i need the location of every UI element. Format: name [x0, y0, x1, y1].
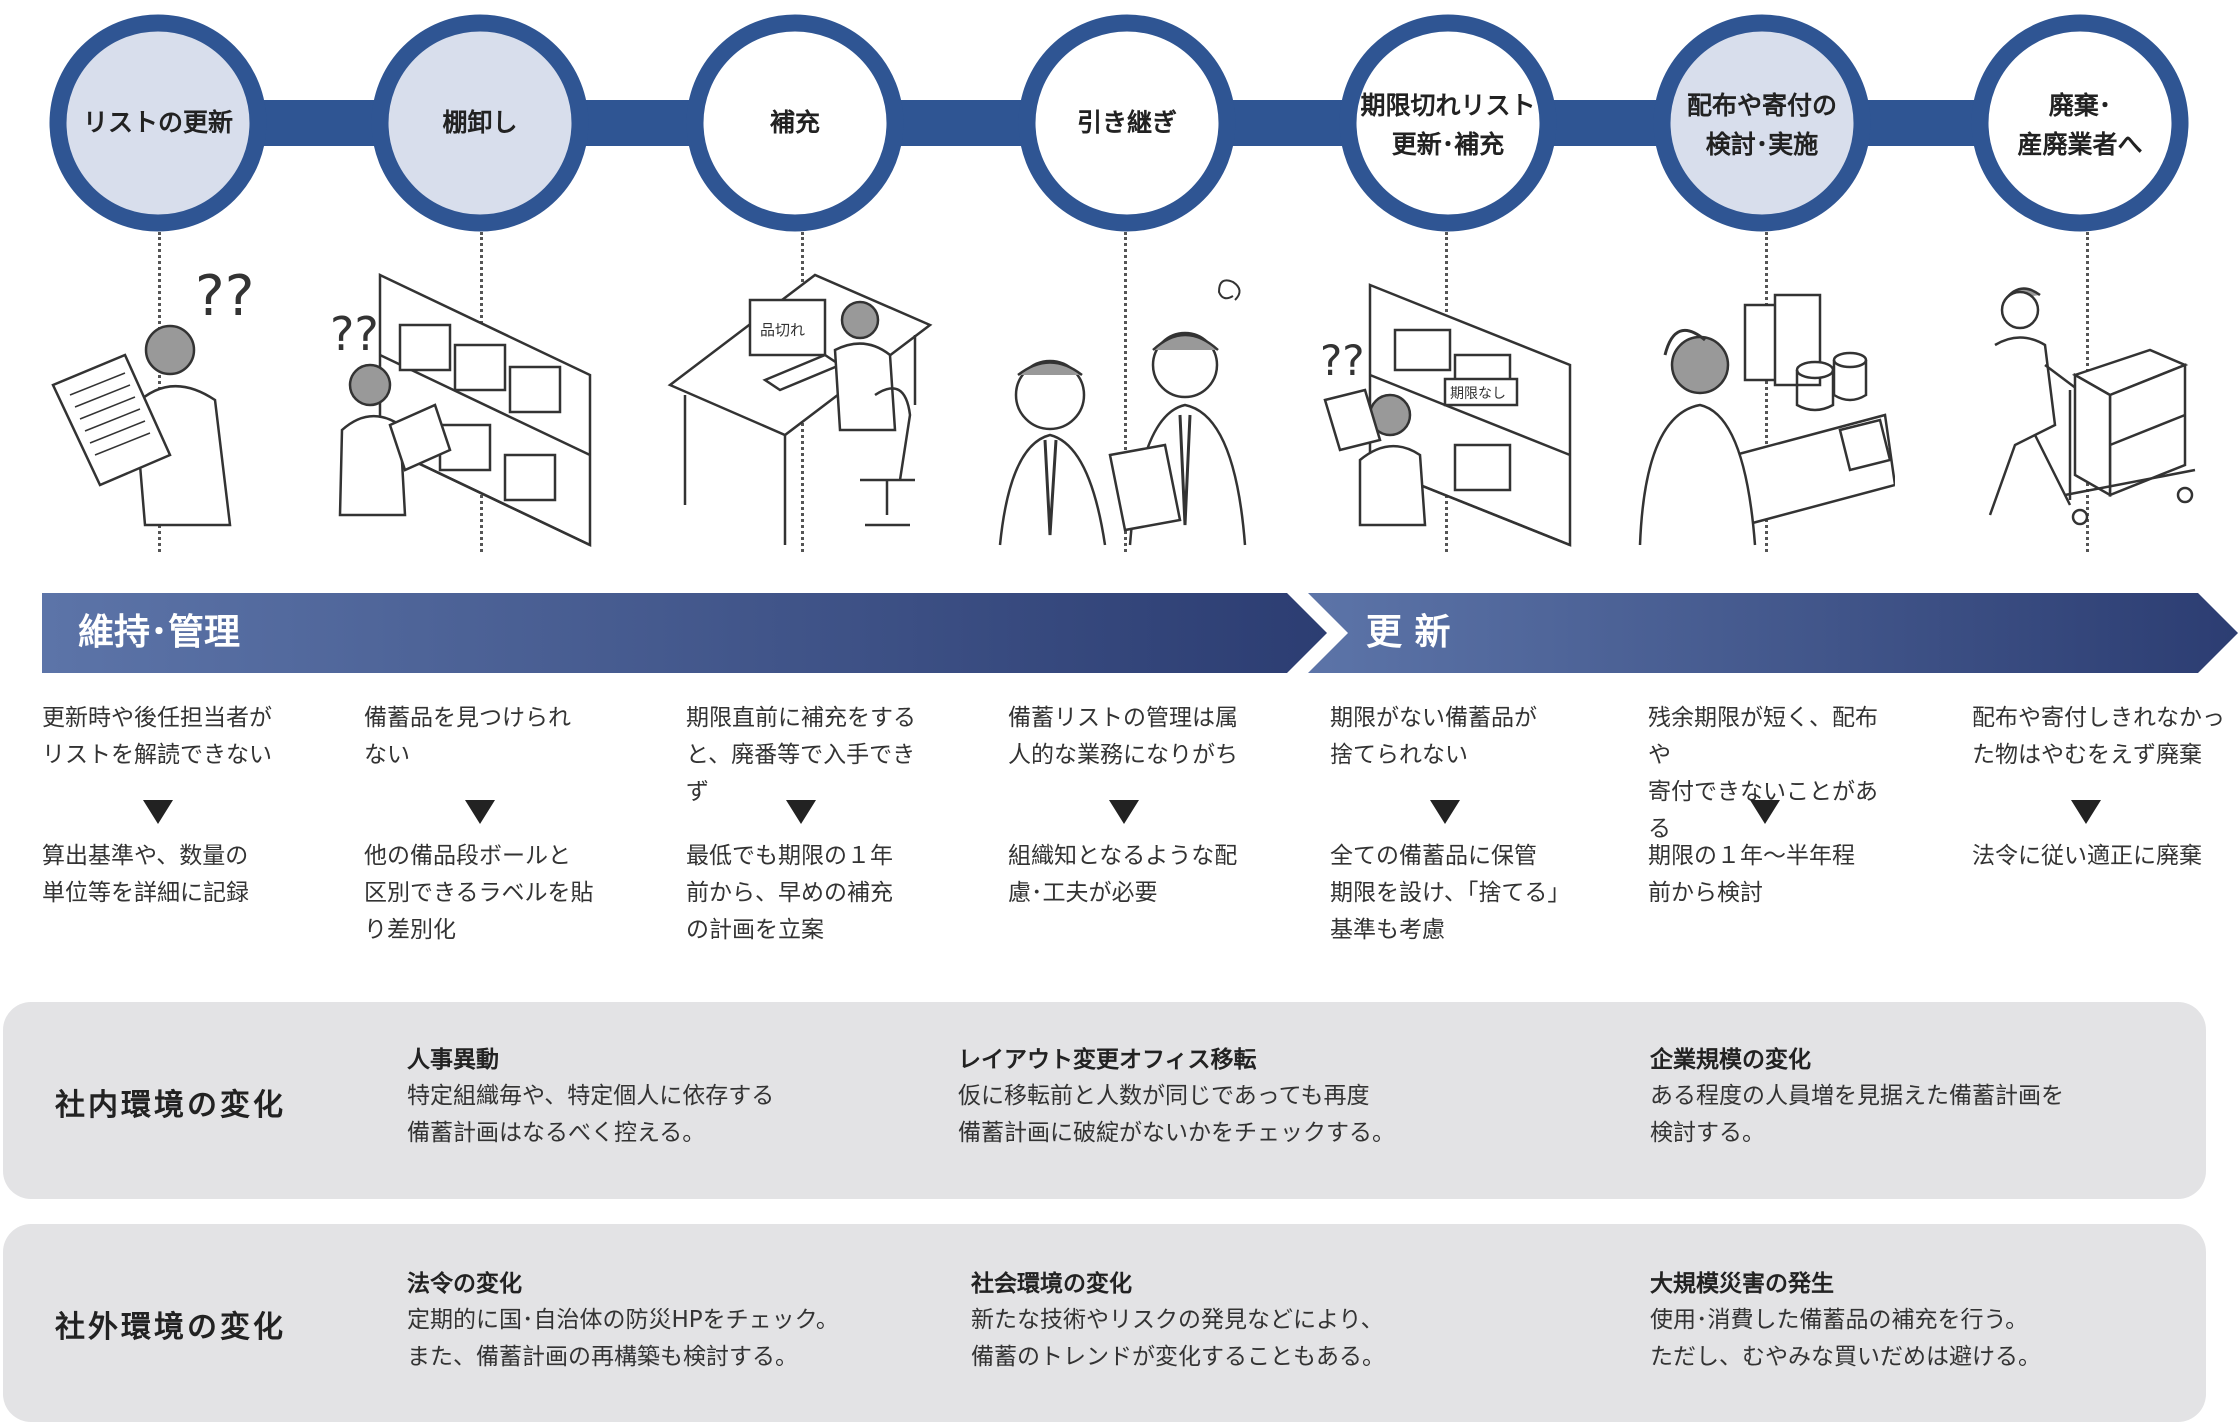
external-panel-title: 社外環境の変化 — [55, 1310, 286, 1345]
illustration-computer-desk: 品切れ — [667, 273, 933, 545]
phase-label-maintenance: 維持･管理 — [78, 612, 241, 653]
step-circle-3 — [686, 14, 904, 232]
step-label-4: 引き継ぎ — [1076, 108, 1177, 137]
dotted-line-4 — [1124, 232, 1127, 552]
phase-label-renewal: 更 新 — [1366, 612, 1451, 653]
step-circle-2 — [371, 14, 589, 232]
step-circle-1 — [49, 14, 267, 232]
phase-banner-maintenance — [42, 593, 1327, 673]
step-circle-4 — [1018, 14, 1236, 232]
external-environment-panel: 社外環境の変化 法令の変化 定期的に国･自治体の防災HPをチェック。 また、備蓄… — [3, 1224, 2206, 1422]
solution-5: 全ての備蓄品に保管 期限を設け、｢捨てる｣ 基準も考慮 — [1330, 843, 1559, 943]
illustration-shelf-search: ?? — [330, 273, 592, 547]
internal-item-body: 仮に移転前と人数が同じであっても再度 備蓄計画に破綻がないかをチェックする。 — [958, 1083, 1395, 1146]
illustration-reading-list: ?? — [51, 264, 254, 527]
internal-item-title: 企業規模の変化 — [1650, 1047, 1811, 1073]
step-label-1: リストの更新 — [82, 108, 233, 137]
step-label-7: 廃棄･ 産廃業者へ — [2017, 91, 2143, 159]
solution-4: 組織知となるような配 慮･工夫が必要 — [1008, 843, 1238, 906]
arrow-down-5 — [1430, 800, 1460, 824]
step-label-2: 棚卸し — [442, 108, 518, 137]
question-marks-1: ?? — [195, 264, 254, 329]
issue-1: 更新時や後任担当者が リストを解読できない — [42, 705, 272, 768]
solution-6: 期限の１年～半年程 前から検討 — [1648, 843, 1855, 906]
issue-5: 期限がない備蓄品が 捨てられない — [1330, 705, 1537, 768]
arrow-down-7 — [2071, 800, 2101, 824]
external-item-body: 使用･消費した備蓄品の補充を行う。 ただし、むやみな買いだめは避ける。 — [1650, 1307, 2041, 1370]
internal-item-layout: レイアウト変更オフィス移転 仮に移転前と人数が同じであっても再度 備蓄計画に破綻… — [958, 1042, 1395, 1152]
internal-item-body: 特定組織毎や、特定個人に依存する 備蓄計画はなるべく控える。 — [407, 1083, 775, 1146]
external-item-body: 定期的に国･自治体の防災HPをチェック。 また、備蓄計画の再構築も検討する。 — [407, 1307, 839, 1370]
illustration-expired-shelf: ?? 期限なし — [1320, 283, 1572, 547]
issue-2: 備蓄品を見つけられ ない — [364, 705, 571, 768]
internal-item-title: 人事異動 — [407, 1047, 499, 1073]
arrow-down-4 — [1109, 800, 1139, 824]
tag-text: 期限なし — [1450, 386, 1506, 402]
external-item-body: 新たな技術やリスクの発見などにより、 備蓄のトレンドが変化することもある。 — [971, 1307, 1385, 1370]
phase-banner-renewal — [1308, 593, 2238, 673]
step-circle-6 — [1653, 14, 1871, 232]
internal-environment-panel: 社内環境の変化 人事異動 特定組織毎や、特定個人に依存する 備蓄計画はなるべく控… — [3, 1002, 2206, 1199]
arrow-down-1 — [143, 800, 173, 824]
external-item-disaster: 大規模災害の発生 使用･消費した備蓄品の補充を行う。 ただし、むやみな買いだめは… — [1650, 1266, 2041, 1376]
question-marks-2: ?? — [330, 307, 379, 361]
arrow-down-3 — [786, 800, 816, 824]
question-marks-3: ?? — [1320, 336, 1365, 385]
internal-panel-title: 社内環境の変化 — [55, 1088, 286, 1123]
external-item-law: 法令の変化 定期的に国･自治体の防災HPをチェック。 また、備蓄計画の再構築も検… — [407, 1266, 839, 1376]
internal-item-body: ある程度の人員増を見据えた備蓄計画を 検討する。 — [1650, 1083, 2064, 1146]
external-item-title: 大規模災害の発生 — [1650, 1271, 1834, 1297]
illustration-handover — [998, 279, 1247, 546]
step-label-5: 期限切れリスト 更新･補充 — [1360, 91, 1536, 159]
solution-1: 算出基準や、数量の 単位等を詳細に記録 — [42, 843, 249, 906]
external-item-society: 社会環境の変化 新たな技術やリスクの発見などにより、 備蓄のトレンドが変化するこ… — [971, 1266, 1385, 1376]
internal-item-personnel: 人事異動 特定組織毎や、特定個人に依存する 備蓄計画はなるべく控える。 — [407, 1042, 774, 1152]
illustration-distribution — [1638, 293, 1895, 546]
step-circle-7 — [1971, 14, 2189, 232]
issue-4: 備蓄リストの管理は属 人的な業務になりがち — [1008, 705, 1238, 768]
process-chain — [49, 14, 2189, 232]
arrow-down-6 — [1750, 800, 1780, 824]
issue-3: 期限直前に補充をする と、廃番等で入手できず — [686, 705, 916, 805]
issue-6: 残余期限が短く、配布や 寄付できないことがある — [1648, 705, 1878, 842]
dotted-line-6 — [1765, 232, 1768, 552]
step-label-3: 補充 — [769, 108, 820, 137]
issue-7: 配布や寄付しきれなかっ た物はやむをえず廃棄 — [1972, 705, 2225, 768]
arrow-down-2 — [465, 800, 495, 824]
step-label-6: 配布や寄付の 検討･実施 — [1686, 91, 1837, 159]
illustration-disposal-cart — [1988, 287, 2196, 526]
internal-item-scale: 企業規模の変化 ある程度の人員増を見据えた備蓄計画を 検討する。 — [1650, 1042, 2064, 1152]
external-item-title: 社会環境の変化 — [971, 1271, 1132, 1297]
internal-item-title: レイアウト変更オフィス移転 — [958, 1047, 1257, 1073]
screen-text: 品切れ — [760, 321, 805, 339]
step-circle-5 — [1339, 14, 1557, 232]
external-item-title: 法令の変化 — [407, 1271, 522, 1297]
solution-2: 他の備品段ボールと 区別できるラベルを貼 り差別化 — [364, 843, 594, 943]
solution-7: 法令に従い適正に廃棄 — [1972, 843, 2202, 869]
solution-3: 最低でも期限の１年 前から、早めの補充 の計画を立案 — [686, 843, 893, 943]
